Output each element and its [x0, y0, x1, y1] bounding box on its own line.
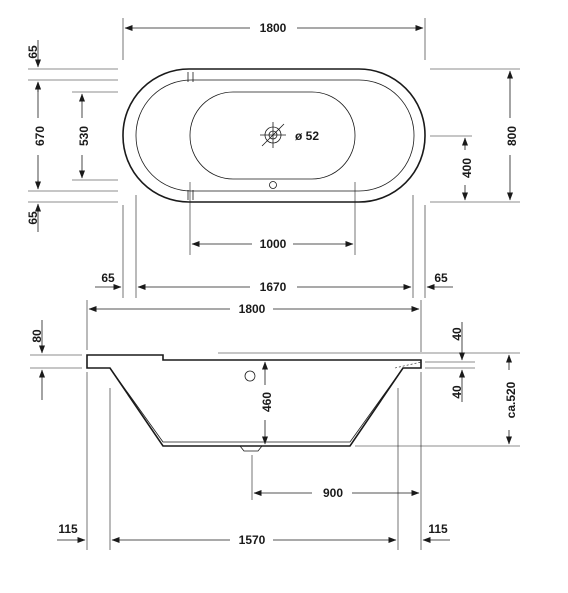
rim-left-label: 65: [101, 271, 115, 285]
side-length-total-label: 1800: [239, 302, 266, 316]
tub-side-profile: [86, 354, 422, 447]
drain-icon: [260, 122, 286, 148]
side-drain-icon: [239, 445, 263, 452]
total-height-label: ca.520: [504, 381, 518, 418]
rim-bottom-label: 65: [26, 211, 40, 225]
overflow-icon: [269, 181, 277, 189]
basin-floor: [189, 91, 356, 180]
side-overflow-icon: [244, 370, 256, 382]
drain-diameter-label: ø 52: [295, 129, 319, 143]
drain-to-edge-label: 400: [460, 158, 474, 178]
height-total-label: 800: [505, 126, 519, 146]
top-view: ø 52 1800 65 670: [26, 18, 520, 298]
tub-inner-rim: [135, 79, 415, 192]
overhang-left-label: 115: [58, 522, 78, 536]
inner-length-label: 1670: [260, 280, 287, 294]
drain-offset-label: 900: [323, 486, 343, 500]
base-length-label: 1570: [239, 533, 266, 547]
basin-height-label: 530: [77, 126, 91, 146]
tub-outer-outline: [122, 68, 426, 203]
overhang-right-label: 115: [428, 522, 448, 536]
width-total-label: 1800: [260, 21, 287, 35]
edge-top-label: 40: [450, 327, 464, 341]
rim-top-label: 65: [26, 45, 40, 59]
edge-bottom-label: 40: [450, 385, 464, 399]
basin-length-label: 1000: [260, 237, 287, 251]
inner-height-label: 670: [33, 126, 47, 146]
inner-depth-label: 460: [260, 392, 274, 412]
rim-right-label: 65: [434, 271, 448, 285]
side-view: 1800 80 40 40 460 ca.520 900 1570 115 11…: [30, 300, 520, 550]
rim-height-label: 80: [30, 329, 44, 343]
